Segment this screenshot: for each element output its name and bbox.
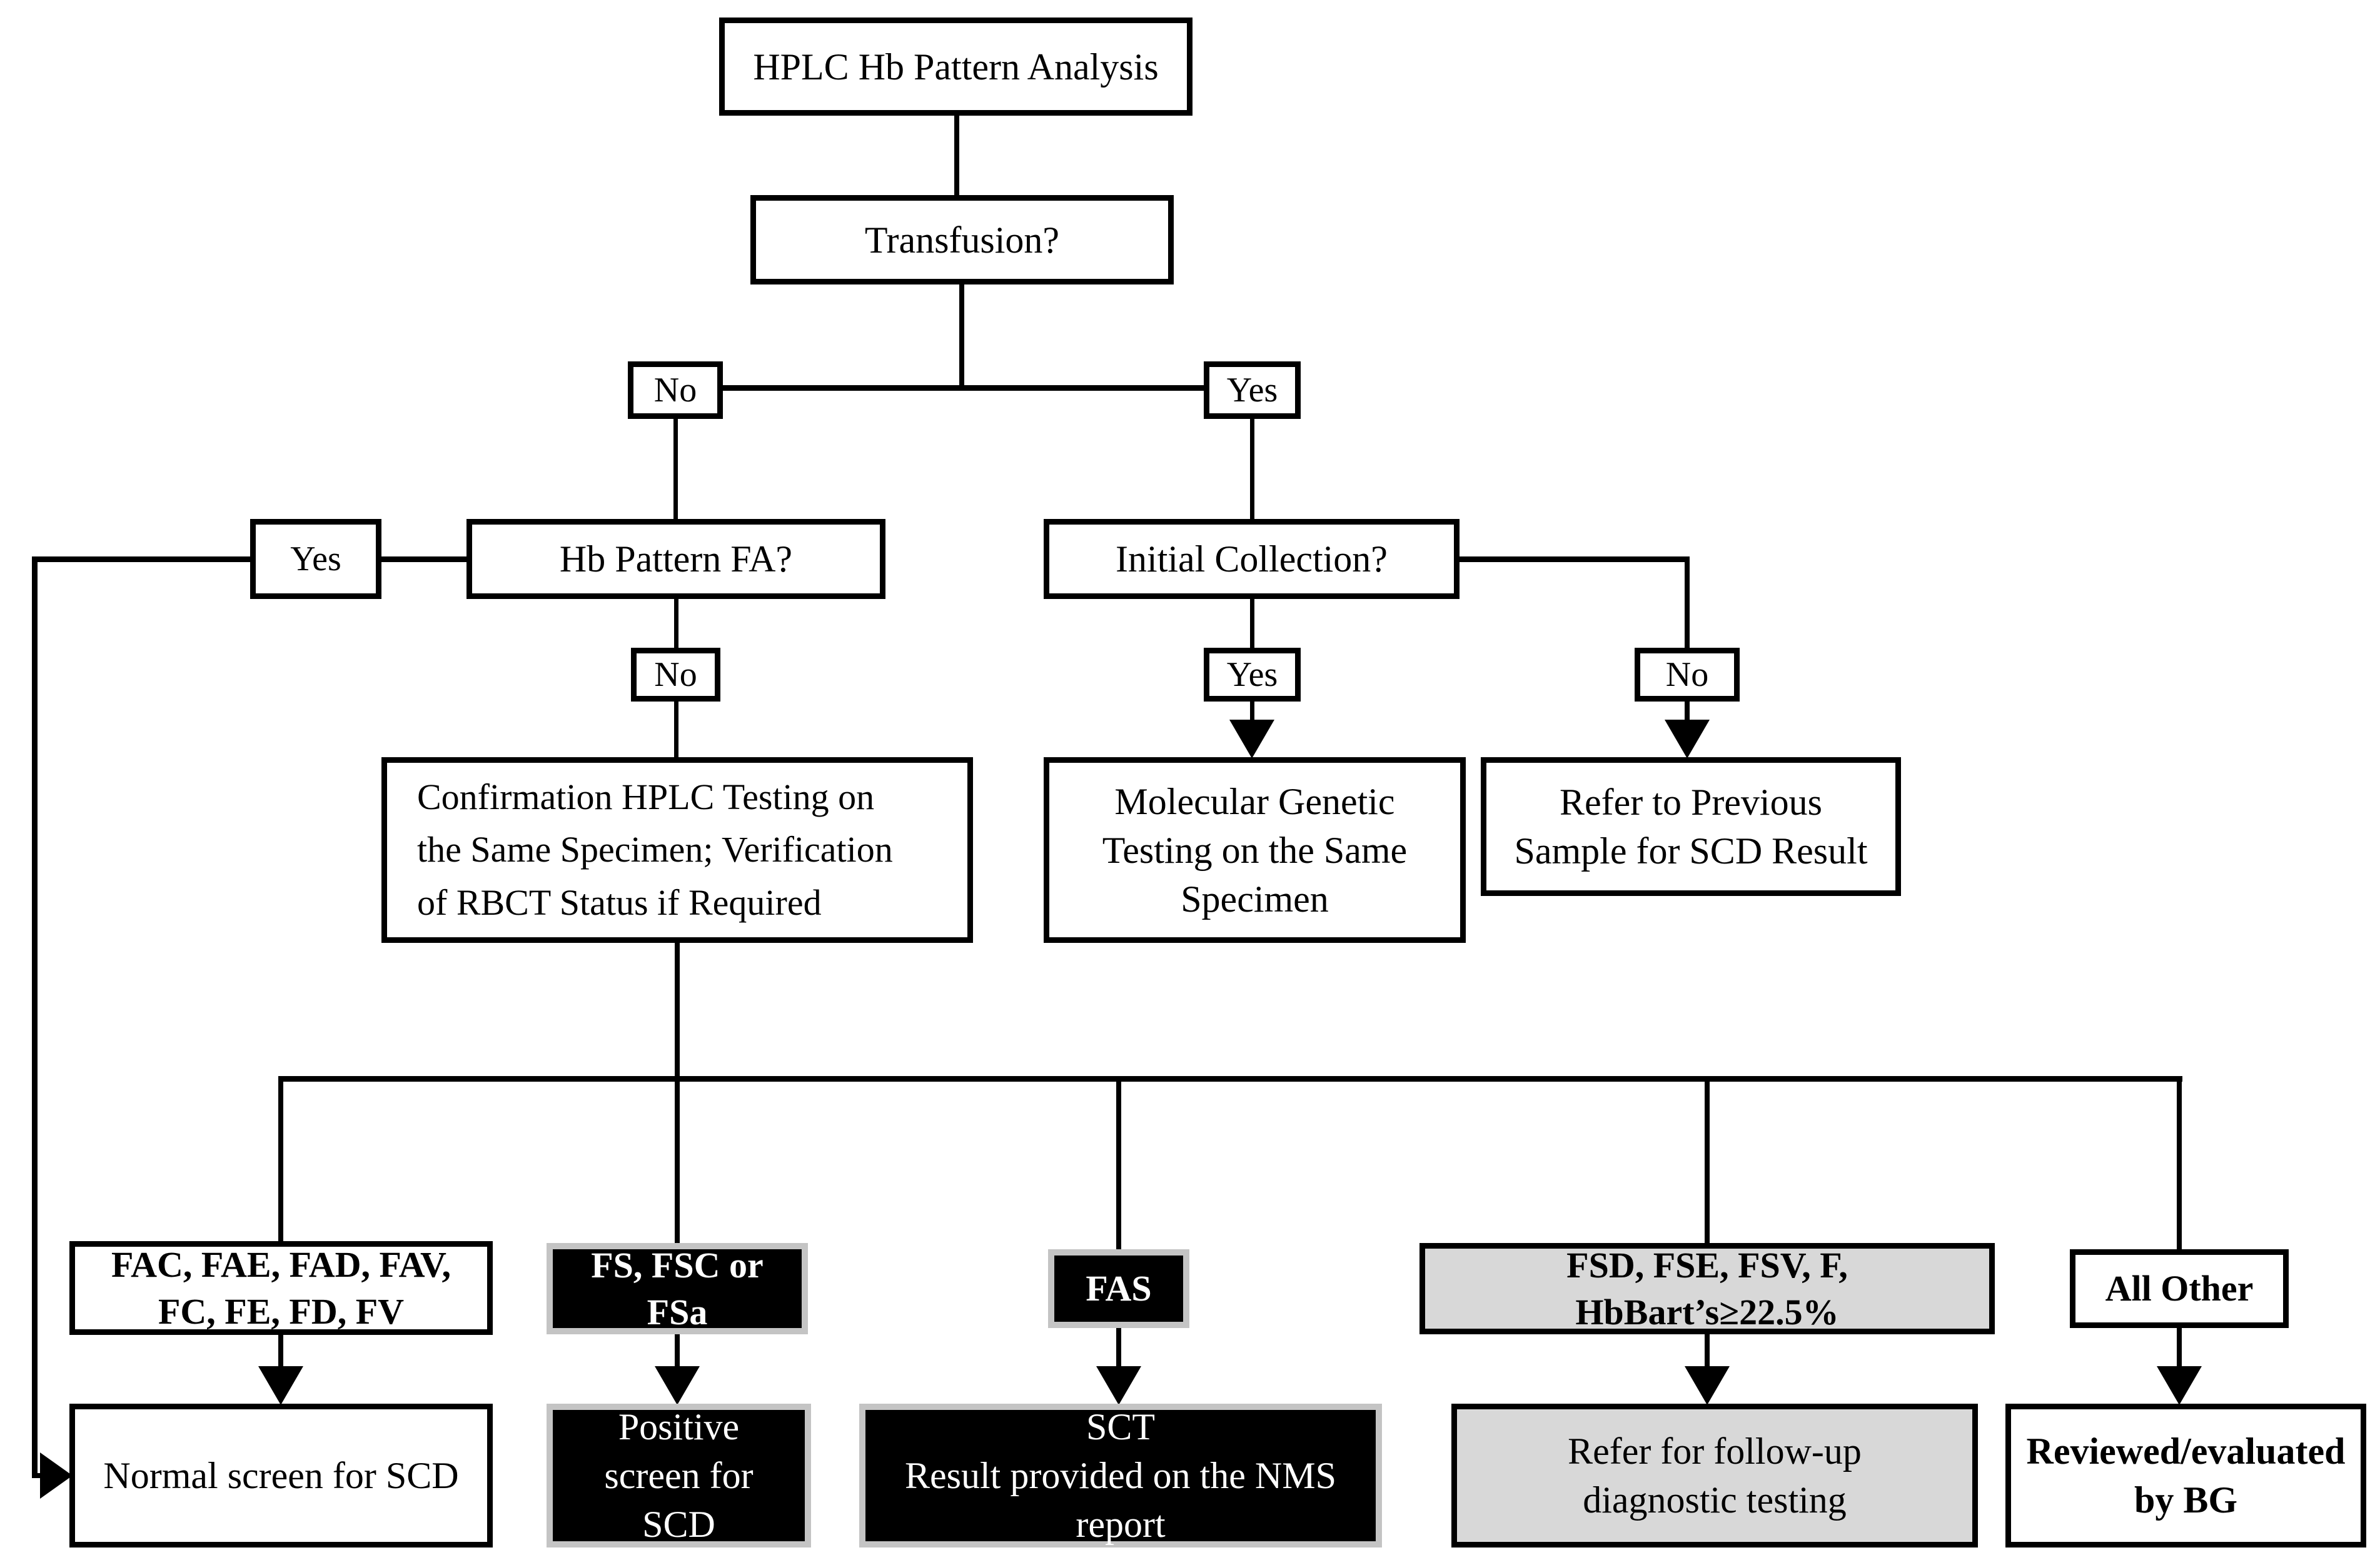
node-refer-previous-sample: Refer to Previous Sample for SCD Result [1481,757,1901,896]
connector-transfusion-drop [959,284,964,391]
node-pattern-fsd-group: FSD, FSE, FSV, F, HbBart’s≥22.5% [1419,1243,1995,1334]
connector-initial-yes-drop [1250,598,1254,649]
connector-initial-no-drop [1685,556,1690,648]
connector-drop-fac [278,1076,283,1241]
connector-allother-reviewed [2177,1328,2182,1371]
node-result-reviewed-bg: Reviewed/evaluated by BG [2005,1404,2366,1547]
arrowhead-followup [1685,1366,1730,1405]
node-initial-yes: Yes [1204,648,1301,702]
connector-drop-fsd [1705,1082,1710,1243]
node-result-sct: SCT Result provided on the NMS report [859,1404,1382,1547]
connector-no-confirmation [674,700,678,758]
node-hb-pattern-yes: Yes [250,519,381,599]
arrowhead-reviewed [2157,1366,2202,1405]
connector-yes-initial [1250,418,1254,519]
node-molecular-genetic: Molecular Genetic Testing on the Same Sp… [1044,757,1466,943]
connector-transfusion-splitter [723,385,1204,391]
connector-hbpattern-yes [381,556,466,562]
arrowhead-refer-previous [1665,720,1710,758]
node-hb-pattern: Hb Pattern FA? [466,519,885,599]
connector-hplc-transfusion [954,116,959,195]
connector-no-referprevious [1685,700,1690,728]
connector-fsd-followup [1705,1334,1710,1371]
node-hplc: HPLC Hb Pattern Analysis [719,18,1193,116]
node-transfusion-no: No [628,361,723,419]
node-result-positive-screen: Positive screen for SCD [547,1404,811,1547]
node-pattern-fac-group: FAC, FAE, FAD, FAV, FC, FE, FD, FV [69,1241,493,1335]
arrowhead-sct [1096,1366,1141,1405]
connector-fs-positive [675,1334,680,1371]
connector-drop-allother [2177,1076,2182,1249]
connector-no-hbpattern [673,418,678,519]
node-transfusion-yes: Yes [1204,361,1301,419]
arrowhead-positive [655,1366,700,1405]
connector-yes-bypass-horizontal [32,556,250,562]
node-confirmation-hplc: Confirmation HPLC Testing on the Same Sp… [381,757,973,943]
connector-drop-fas [1116,1082,1121,1249]
node-pattern-all-other: All Other [2070,1249,2289,1328]
connector-distribution [278,1076,2182,1082]
connector-hbpattern-no-top [674,598,678,649]
connector-yes-bypass-stub [32,1473,46,1478]
connector-fac-normal [278,1335,283,1371]
node-transfusion: Transfusion? [750,195,1174,284]
node-result-normal-screen: Normal screen for SCD [69,1404,493,1547]
connector-yes-bypass-vertical [32,556,38,1478]
arrowhead-normal-screen [40,1452,73,1499]
node-initial-no: No [1635,648,1740,702]
connector-fas-sct [1116,1328,1121,1371]
connector-yes-molecular [1250,700,1254,728]
node-pattern-fs-group: FS, FSC or FSa [547,1243,808,1334]
node-hb-pattern-no: No [631,648,720,702]
arrowhead-normal [258,1366,303,1405]
connector-drop-fs [675,1082,680,1243]
node-result-refer-followup: Refer for follow-up diagnostic testing [1451,1404,1978,1547]
node-initial-collection: Initial Collection? [1044,519,1460,599]
arrowhead-molecular [1229,720,1274,758]
node-pattern-fas: FAS [1048,1249,1189,1328]
connector-confirmation-drop [675,942,680,1082]
connector-initial-right [1460,556,1690,562]
